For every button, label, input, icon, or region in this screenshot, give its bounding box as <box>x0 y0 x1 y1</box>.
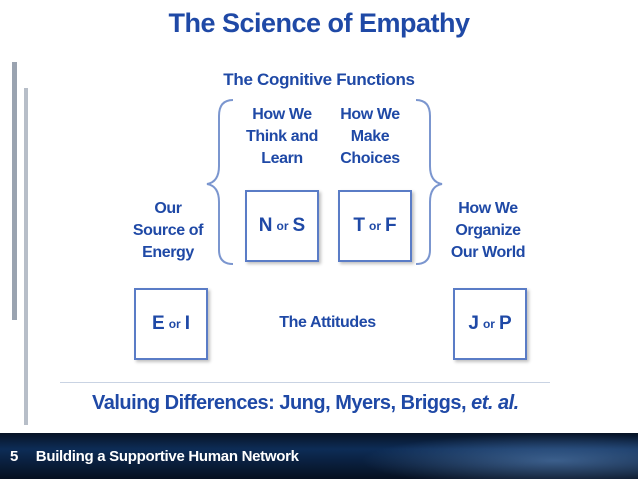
divider-line <box>60 382 550 383</box>
slide-title: The Science of Empathy <box>168 8 470 38</box>
ns-box: N or S <box>245 190 319 262</box>
jp-box: J or P <box>453 288 527 360</box>
right-brace <box>415 99 443 265</box>
source-energy-label: Our Source of Energy <box>132 200 204 261</box>
organize-world-label: How We Organize Our World <box>450 200 526 261</box>
page-number: 5 <box>10 448 19 465</box>
footer-caption: 5 Building a Supportive Human Network <box>10 448 299 465</box>
cognitive-functions-heading: The Cognitive Functions <box>223 70 415 89</box>
left-accent-bar <box>12 62 17 320</box>
footer-bar <box>0 433 638 479</box>
valuing-differences-caption: Valuing Differences: Jung, Myers, Briggs… <box>92 392 519 414</box>
ei-box: E or I <box>134 288 208 360</box>
make-choices-label: How We Make Choices <box>340 106 400 167</box>
left-brace <box>206 99 234 265</box>
attitudes-label: The Attitudes <box>279 314 376 331</box>
tf-box: T or F <box>338 190 412 262</box>
think-learn-label: How We Think and Learn <box>246 106 318 167</box>
footer-title: Building a Supportive Human Network <box>35 448 299 465</box>
footer-glow <box>360 433 638 479</box>
left-accent-bar-secondary <box>24 88 28 425</box>
